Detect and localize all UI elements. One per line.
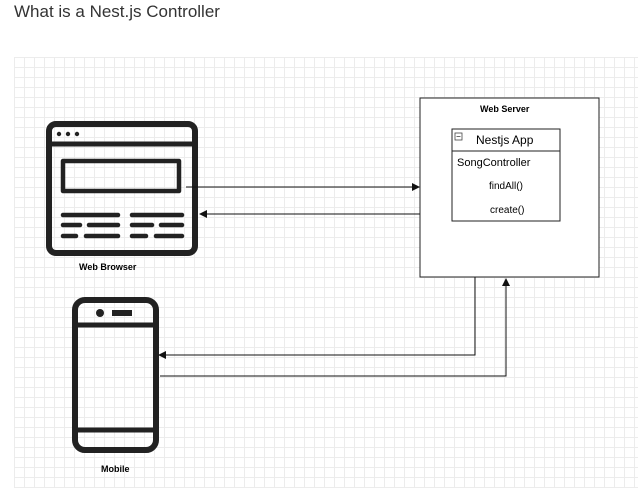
- method-create: create(): [490, 205, 525, 216]
- song-controller-class-name: SongController: [457, 157, 531, 169]
- web-server-label: Web Server: [480, 104, 530, 114]
- mobile-label: Mobile: [101, 464, 130, 474]
- nestjs-app-class-box: [451, 128, 561, 222]
- method-findall: findAll(): [489, 181, 523, 192]
- connectors: [158, 183, 510, 377]
- web-browser-label: Web Browser: [79, 262, 137, 272]
- collapse-icon: [454, 132, 463, 141]
- browser-window-icon: [46, 121, 198, 256]
- nestjs-app-title: Nestjs App: [476, 133, 534, 147]
- server-to-mobile-arrow: [158, 277, 476, 359]
- page-title: What is a Nest.js Controller: [14, 2, 220, 21]
- smartphone-icon: [72, 297, 159, 453]
- mobile-to-server-arrow: [160, 278, 510, 377]
